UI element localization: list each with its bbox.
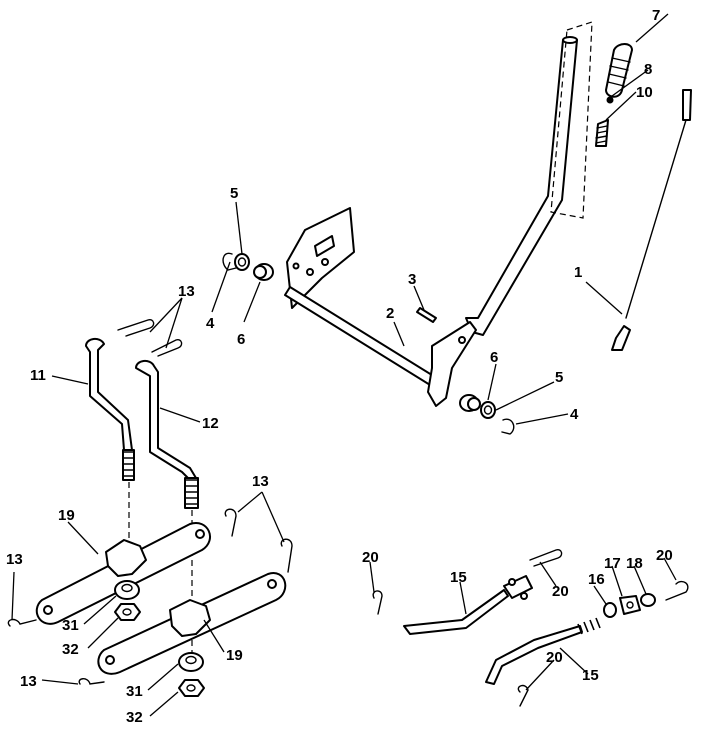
callout-19b: 19 [226,647,243,664]
control-rod-1 [611,89,692,351]
callout-15a: 15 [450,569,467,586]
callout-1: 1 [574,264,582,281]
callout-18: 18 [626,555,643,572]
callout-31a: 31 [62,617,79,634]
callout-20a: 20 [362,549,379,566]
callout-13b: 13 [252,473,269,490]
bushing-right [459,394,481,412]
callout-6b: 6 [490,349,498,366]
spacer-31-upper [114,580,140,600]
mounting-plate [286,207,355,309]
callout-32a: 32 [62,641,79,658]
callout-4a: 4 [206,315,215,332]
grip-outline [550,21,593,219]
callout-5a: 5 [230,185,238,202]
lift-arm-lower [97,572,287,675]
callout-20c: 20 [656,547,673,564]
lift-arm-upper [35,521,211,625]
washer-right [480,401,496,419]
leader-lines [11,13,677,717]
cotter-pins-20 [372,548,689,707]
linkage-rod-upper [403,575,533,635]
callout-13c: 13 [6,551,23,568]
callout-4b: 4 [570,406,579,423]
callout-20b: 20 [552,583,569,600]
lift-link-12 [135,360,199,509]
washer-left [234,253,250,271]
callout-3: 3 [408,271,416,288]
callout-32b: 32 [126,709,143,726]
spring-10 [595,119,609,147]
hairpin-clips [117,318,183,357]
callout-31b: 31 [126,683,143,700]
handle-bracket [427,321,477,407]
callout-19a: 19 [58,507,75,524]
callout-15b: 15 [582,667,599,684]
linkage-rod-lower [485,617,601,685]
nut-32-upper [114,603,141,621]
pin-3 [416,307,437,323]
button-8 [606,96,614,104]
lift-link-11 [85,338,135,481]
callout-20d: 20 [546,649,563,666]
callout-16: 16 [588,571,605,588]
callout-7: 7 [652,7,660,24]
callout-8: 8 [644,61,652,78]
nut-32-lower [178,679,205,697]
callout-11: 11 [30,367,46,384]
callout-2: 2 [386,305,394,322]
callout-labels: 7 8 10 1 5 3 2 4 6 13 6 5 4 11 12 13 19 … [6,7,673,726]
callout-17: 17 [604,555,621,572]
callout-13a: 13 [178,283,195,300]
callout-10: 10 [636,84,653,101]
callout-12: 12 [202,415,219,432]
bushing-left [253,263,274,281]
spacer-31-lower [178,652,204,672]
callout-13d: 13 [20,673,37,690]
parts-16-17-18 [603,593,656,618]
callout-5b: 5 [555,369,563,386]
retaining-clip-right [501,418,515,435]
callout-6a: 6 [237,331,245,348]
retaining-clip-left [222,252,237,271]
cross-shaft [284,286,449,394]
handle-grip [605,43,633,98]
lift-handle [465,36,578,336]
